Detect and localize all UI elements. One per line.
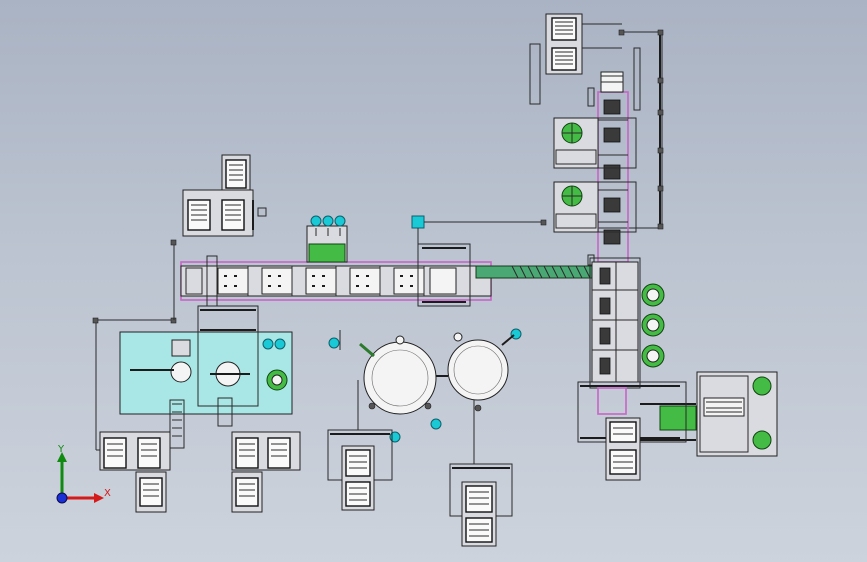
cable-tray-right <box>580 29 664 230</box>
operator-panel[interactable] <box>306 215 348 263</box>
station-upper[interactable] <box>553 117 637 169</box>
station-lower[interactable] <box>553 181 637 233</box>
x-axis-label: X <box>104 488 111 499</box>
turntable-left-tray[interactable] <box>327 380 393 511</box>
top-tray-stacker[interactable] <box>529 13 622 105</box>
rotary-indexing-table-left[interactable] <box>359 335 442 443</box>
upper-left-tray-cell[interactable] <box>182 154 267 237</box>
left-cyan-workstation[interactable] <box>92 239 293 451</box>
final-assembly-station[interactable] <box>640 371 778 457</box>
bottom-right-tray[interactable] <box>577 381 687 481</box>
xyz-axis-triad-icon: Y X <box>56 444 111 504</box>
turntable-right-tray[interactable] <box>449 400 513 547</box>
rotary-indexing-table-right[interactable] <box>447 328 522 412</box>
main-transfer-line[interactable] <box>180 243 492 307</box>
left-bottom-tray-cells[interactable] <box>99 431 301 513</box>
turntable-link <box>328 330 448 377</box>
right-feeder-column[interactable] <box>589 257 665 415</box>
y-axis-label: Y <box>57 444 65 455</box>
screw-conveyor[interactable] <box>475 265 593 279</box>
sensor-cable-top <box>411 215 547 244</box>
